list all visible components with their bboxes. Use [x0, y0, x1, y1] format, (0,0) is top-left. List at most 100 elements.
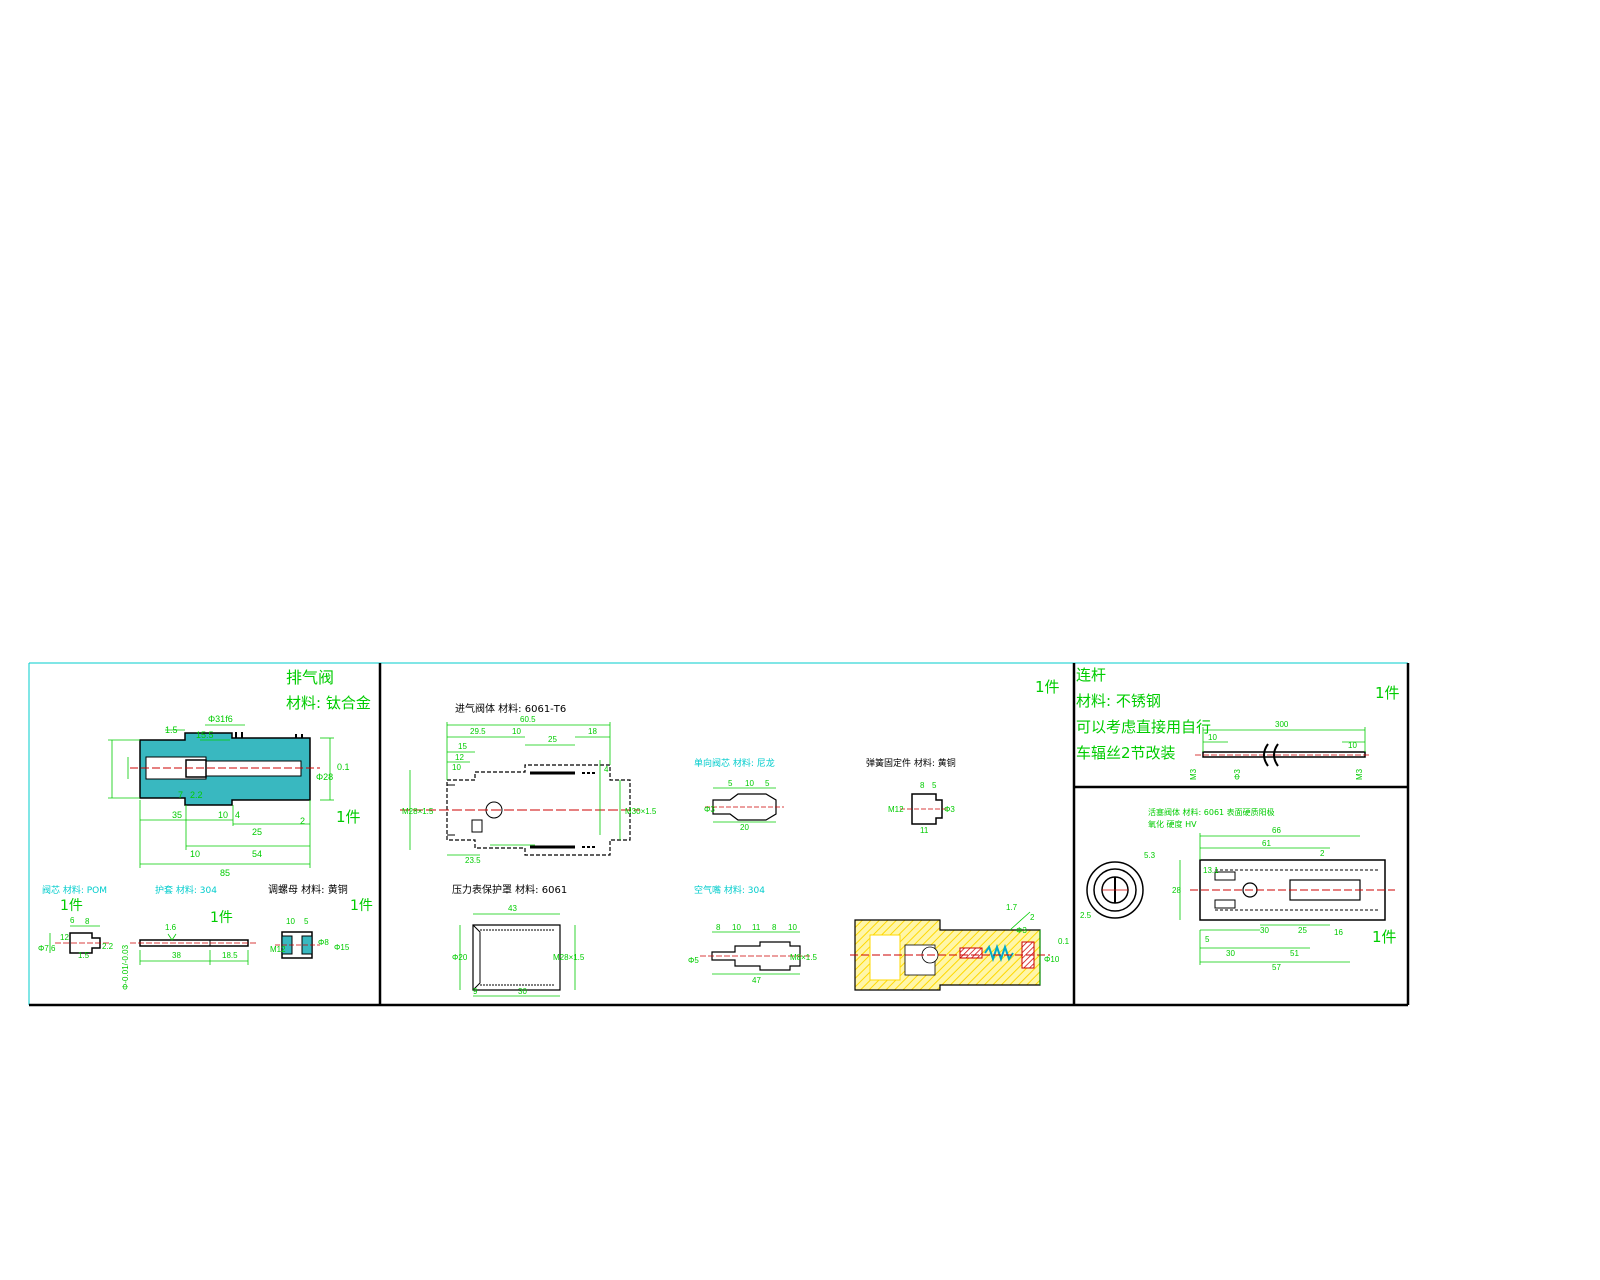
dim-label: M8×1.5	[790, 953, 817, 962]
gauge-cover: 压力表保护罩 材料: 6061 43 Φ20 M28×1.5 9 30	[452, 883, 585, 997]
air-nozzle: 空气嘴 材料: 304 8 10 11 8 10 M8×1.5 Φ5 47	[688, 884, 817, 985]
exhaust-valve-title: 排气阀	[286, 668, 334, 687]
dim-label: M28×1.5	[402, 807, 434, 816]
pin-qty: 1件	[210, 910, 233, 926]
dim-label: 25	[252, 827, 262, 837]
dim-label: 8	[85, 917, 90, 926]
dim-label: 29.5	[470, 727, 486, 736]
middle-panel-qty: 1件	[1035, 678, 1060, 696]
piston-panel: 活塞阀体 材料: 6061 表面硬质阳极 氧化 硬度 HV 1件 2.5 5.3	[1080, 807, 1397, 972]
dim-label: 10	[512, 727, 521, 736]
dim-label: 12	[60, 933, 69, 942]
dim-label: 35	[172, 810, 182, 820]
dim-label: 2	[1320, 849, 1325, 858]
dim-label: 5.3	[1144, 851, 1156, 860]
one-way-valve-label: 单向阀芯 材料: 尼龙	[694, 757, 775, 769]
dim-label: Φ3	[944, 805, 955, 814]
pin-tolerance: Φ-0.01/-0.03	[121, 944, 130, 990]
dim-label: 5	[728, 779, 733, 788]
piston-side-view: 66 61 2 13.1 28 30 25 16 5 30 51 57	[1172, 826, 1395, 972]
one-way-valve: 单向阀芯 材料: 尼龙 5 10 5 Φ3 20	[694, 757, 784, 832]
pin-part: 护套 材料: 304 1件 1.6 38 18.5 Φ-0.01/-0.03	[121, 884, 258, 990]
dim-label: 11	[752, 923, 761, 932]
handle-note1: 可以考虑直接用自行	[1076, 718, 1211, 736]
nut-part: 调螺母 材料: 黄铜 1件 10 5 M12 Φ8 Φ15	[268, 883, 373, 959]
outer-frame	[28, 662, 1410, 1007]
dim-label: M3	[1189, 768, 1198, 780]
dim-label: 10	[286, 917, 295, 926]
dim-label: 18.5	[222, 951, 238, 960]
piston-note2: 氧化 硬度 HV	[1148, 819, 1197, 829]
dim-label: 61	[1262, 839, 1271, 848]
dim-label: 12	[455, 753, 464, 762]
dim-label: Φ3	[704, 805, 715, 814]
intake-valve-body: 进气阀体 材料: 6061-T6	[400, 702, 657, 865]
dim-label: 8	[716, 923, 721, 932]
dim-label: 2	[1030, 913, 1035, 922]
nut-label: 调螺母 材料: 黄铜	[268, 883, 348, 896]
dim-label: 7	[178, 790, 183, 800]
dim-label: 8	[920, 781, 925, 790]
dim-label: 0.1	[1058, 937, 1070, 946]
dim-label: 25	[1298, 926, 1307, 935]
dim-label: Φ3	[1233, 769, 1242, 780]
dim-label: 66	[1272, 826, 1281, 835]
dim-label: 10	[452, 763, 461, 772]
dim-label: 2.2	[102, 942, 114, 951]
dim-label: 20	[740, 823, 749, 832]
dim-label: 11	[920, 826, 929, 835]
dim-label: 2	[300, 816, 305, 826]
dim-label: 30	[518, 987, 527, 996]
dim-label: M3	[1355, 768, 1364, 780]
dim-label: 13.1	[1203, 866, 1219, 875]
spring-seat: 弹簧固定件 材料: 黄铜 8 5 M12 Φ3 11	[866, 757, 956, 835]
air-nozzle-label: 空气嘴 材料: 304	[694, 884, 765, 896]
piston-qty: 1件	[1372, 928, 1397, 946]
nut-qty: 1件	[350, 898, 373, 914]
dim-label: 0.1	[337, 762, 350, 772]
dim-label: 51	[1290, 949, 1299, 958]
dim-label: 10	[1208, 733, 1217, 742]
dim-label: 1.6	[165, 923, 177, 932]
dim-label: Φ20	[452, 953, 468, 962]
handle-panel: 连杆 材料: 不锈钢 可以考虑直接用自行 车辐丝2节改装 1件 300 10 1…	[1076, 666, 1400, 780]
handle-note2: 车辐丝2节改装	[1076, 744, 1176, 762]
dim-label: 2.2	[190, 790, 203, 800]
dim-label: 18	[588, 727, 597, 736]
dim-label: 60.5	[520, 715, 536, 724]
dim-label: 30	[1226, 949, 1235, 958]
gauge-cover-label: 压力表保护罩 材料: 6061	[452, 883, 567, 896]
exhaust-valve-material: 材料: 钛合金	[286, 694, 371, 712]
valve-core-label: 阀芯 材料: POM	[42, 884, 107, 896]
pin-label: 护套 材料: 304	[155, 884, 217, 896]
dim-label: 10	[745, 779, 754, 788]
dim-label: 85	[220, 868, 230, 878]
dim-label: 15	[458, 742, 467, 751]
dim-label: Φ10	[1044, 955, 1060, 964]
dim-label: 10	[788, 923, 797, 932]
dim-label: 47	[752, 976, 761, 985]
piston-end-view: 2.5 5.3	[1080, 851, 1156, 920]
dim-label: Φ28	[316, 772, 333, 782]
dim-label: 10	[732, 923, 741, 932]
dim-label: 2.5	[1080, 911, 1092, 920]
dim-label: 16	[1334, 928, 1343, 937]
dim-label: 4	[235, 810, 240, 820]
dim-label: Φ7.6	[38, 944, 56, 953]
dim-label: Φ15	[334, 943, 350, 952]
handle-material: 材料: 不锈钢	[1076, 692, 1161, 710]
dim-label: 25	[548, 735, 557, 744]
spring-seat-label: 弹簧固定件 材料: 黄铜	[866, 757, 956, 769]
dim-label: 23.5	[465, 856, 481, 865]
valve-core-part: 阀芯 材料: POM 1件 8 Φ7.6 12 2.2 6 1.5	[38, 884, 114, 960]
dim-label: 15.5	[196, 730, 214, 740]
dim-label: 1.7	[1006, 903, 1018, 912]
dim-label: 5	[304, 917, 309, 926]
dim-label: 28	[1172, 886, 1181, 895]
dim-label: Φ31f6	[208, 714, 233, 724]
dim-label: 54	[252, 849, 262, 859]
dim-label: 43	[508, 904, 517, 913]
dim-label: 5	[1205, 935, 1210, 944]
